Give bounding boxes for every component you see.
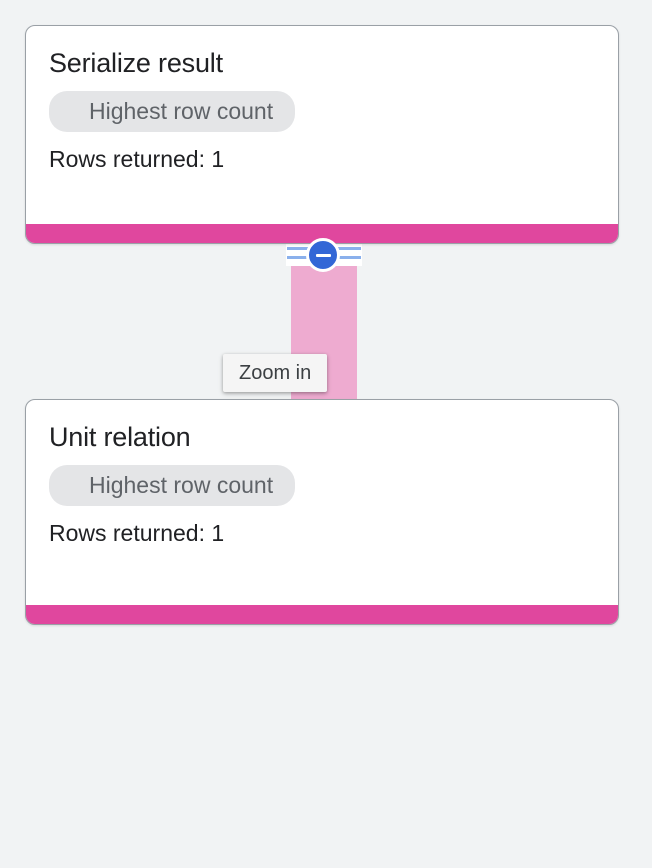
node-card-body: Unit relation Highest row count Rows ret… [26,400,618,547]
node-title: Serialize result [49,48,223,78]
node-metric-chip: Highest row count [49,465,296,506]
node-card-body: Serialize result Highest row count Rows … [26,26,618,173]
node-card-serialize-result[interactable]: Serialize result Highest row count Rows … [25,25,619,244]
zoom-in-tooltip: Zoom in [223,354,328,392]
connector-rail-right-top [324,247,361,250]
node-rows-returned: Rows returned: 1 [49,146,225,172]
connector-rail-right-bottom [324,256,361,259]
minus-circle-icon[interactable] [306,238,340,272]
node-accent-bar [26,224,618,243]
connector-rail-left-bottom [287,256,324,259]
minus-glyph [315,253,331,257]
node-card-unit-relation[interactable]: Unit relation Highest row count Rows ret… [25,399,619,625]
node-accent-bar [26,605,618,624]
node-metric-chip: Highest row count [49,91,296,132]
node-rows-returned: Rows returned: 1 [49,520,225,546]
connector-rail-left-top [287,247,324,250]
node-title: Unit relation [49,422,191,452]
